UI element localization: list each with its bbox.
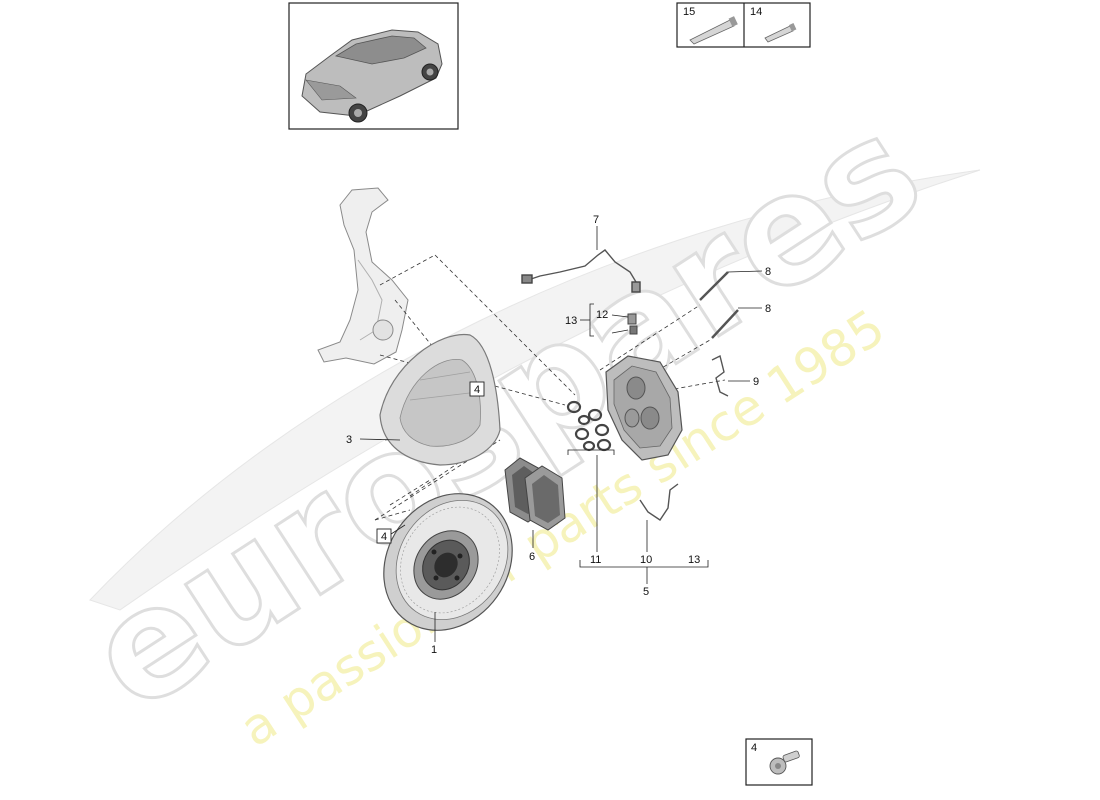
fastener-number: 4 (751, 742, 757, 754)
steering-knuckle[interactable] (317, 187, 409, 365)
callout-12[interactable]: 12 (596, 309, 608, 321)
callout-4-disc-ref[interactable]: 4 (376, 528, 392, 544)
callout-8-upper[interactable]: 8 (765, 266, 771, 278)
piston-seals[interactable] (566, 400, 612, 452)
wear-sensor[interactable] (521, 249, 641, 293)
callout-4-shield-ref[interactable]: 4 (469, 381, 485, 397)
guide-pins[interactable] (699, 271, 739, 339)
brake-pads[interactable] (504, 457, 566, 531)
callout-3[interactable]: 3 (346, 434, 352, 446)
callouts: 1 3 4 4 6 7 8 8 9 13 12 11 10 13 5 (346, 214, 771, 656)
brake-line[interactable] (639, 483, 679, 521)
callout-6[interactable]: 6 (529, 551, 535, 563)
vehicle-thumbnail[interactable] (288, 2, 459, 130)
consumable-14[interactable]: 14 (750, 6, 797, 43)
consumable-number: 14 (750, 6, 762, 18)
watermark: eurospares a passion for parts since 198… (58, 81, 981, 758)
brake-caliper[interactable] (605, 355, 683, 461)
svg-text:4: 4 (381, 531, 387, 543)
suv-icon (301, 29, 443, 123)
bolt-icon (769, 750, 800, 775)
fastener-box[interactable]: 4 (745, 738, 813, 786)
watermark-brand: eurospares (60, 83, 950, 745)
leader-lines (359, 226, 763, 642)
callout-13[interactable]: 13 (688, 554, 700, 566)
tube-icon (689, 16, 738, 45)
bleed-valve[interactable] (627, 313, 638, 335)
consumable-number: 15 (683, 6, 695, 18)
consumables-box: 15 14 (676, 2, 811, 48)
callout-7[interactable]: 7 (593, 214, 599, 226)
consumable-15[interactable]: 15 (683, 6, 738, 45)
spring-clip[interactable] (711, 354, 729, 397)
tube-icon (764, 23, 797, 43)
callout-1[interactable]: 1 (431, 644, 437, 656)
brake-disc[interactable] (358, 469, 539, 656)
brake-shield[interactable] (379, 333, 501, 466)
callout-11[interactable]: 11 (590, 554, 601, 566)
callout-8-lower[interactable]: 8 (765, 303, 771, 315)
callout-5[interactable]: 5 (643, 586, 649, 598)
svg-text:4: 4 (474, 384, 480, 396)
callout-13-bracket[interactable]: 13 (565, 315, 577, 327)
callout-9[interactable]: 9 (753, 376, 759, 388)
callout-10[interactable]: 10 (640, 554, 652, 566)
